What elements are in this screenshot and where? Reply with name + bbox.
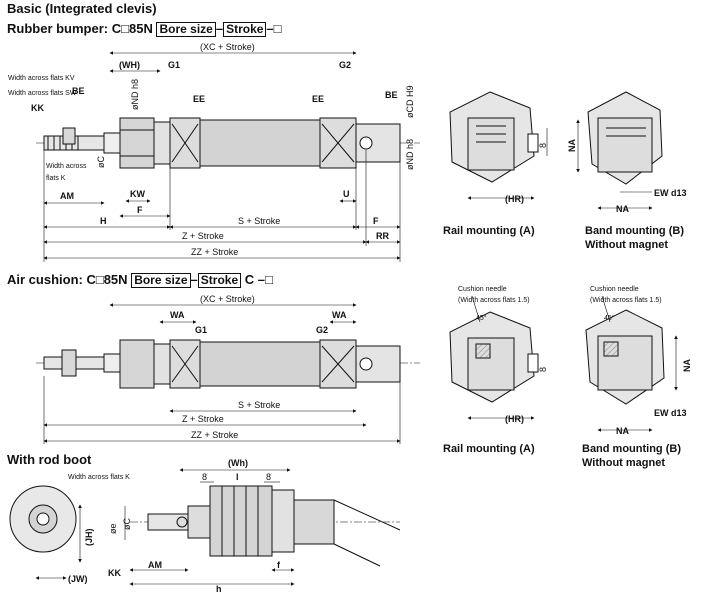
dim-zz: ZZ + Stroke [191, 247, 238, 257]
band-side-view-1 [576, 91, 663, 210]
dim-na-v-2: NA [682, 359, 692, 372]
stroke-box: Stroke [223, 22, 267, 37]
without-magnet-caption-2: Without magnet [582, 457, 665, 469]
rod-boot-title: With rod boot [7, 452, 92, 467]
dim-8-2: 8 [538, 367, 548, 372]
dim-xc-2: (XC + Stroke) [200, 294, 255, 304]
square-symbol: □ [273, 21, 282, 36]
dim-z: Z + Stroke [182, 231, 224, 241]
rail-side-view-1 [449, 91, 548, 200]
dim-h: H [100, 216, 107, 226]
dim-wk2: flats K [46, 175, 66, 182]
dim-wk-boot: Width across flats K [68, 474, 130, 481]
dim-wh: (WH) [119, 60, 140, 70]
dim-hr: (HR) [505, 194, 524, 204]
dim-f2: F [373, 216, 379, 226]
dim-wa: WA [170, 310, 185, 320]
band-mounting-caption-2: Band mounting (B) [582, 443, 681, 455]
dim-s-2: S + Stroke [238, 400, 280, 410]
dim-wk: Width across [46, 163, 87, 170]
dim-am: AM [60, 191, 74, 201]
dim-na-v: NA [567, 139, 577, 152]
rubber-label: Rubber bumper: C [7, 21, 122, 36]
rod-boot-side-view [124, 468, 401, 586]
dim-ew: EW d13 [654, 188, 687, 198]
dim-sw: Width across flats SW [8, 90, 77, 97]
dim-wh-boot: (Wh) [228, 458, 248, 468]
square-symbol: □ [121, 21, 129, 36]
dim-u: U [343, 189, 350, 199]
dim-e: øe [108, 523, 118, 534]
dim-8: 8 [538, 143, 548, 148]
dim-na-h-2: NA [616, 426, 629, 436]
band-mounting-caption: Band mounting (B) [585, 225, 684, 237]
dim-c-boot: øC [122, 518, 132, 530]
air-suffix: C – [244, 272, 265, 287]
cushion-needle-wf: (Width across flats 1.5) [458, 297, 530, 304]
dim-g2-2: G2 [316, 325, 328, 335]
dim-jh: (JH) [84, 528, 94, 546]
cylinder-drawing-2 [36, 339, 420, 389]
rail-side-view-2 [449, 295, 539, 420]
dim-l: l [236, 472, 239, 482]
rail-mounting-caption: Rail mounting (A) [443, 225, 535, 237]
air-cushion-model: Air cushion: C□85N Bore size–Stroke C –□ [7, 272, 273, 288]
air-model: 85N [103, 272, 128, 287]
square-symbol: □ [265, 272, 273, 287]
diagram-title: Basic (Integrated clevis) [7, 1, 157, 16]
cushion-needle-wf-2: (Width across flats 1.5) [590, 297, 662, 304]
dim-am-boot: AM [148, 560, 162, 570]
dim-nd-2: øND h8 [405, 139, 415, 170]
dim-c: øC [96, 156, 106, 168]
dim-g2: G2 [339, 60, 351, 70]
rubber-model: 85N [128, 21, 153, 36]
dim-g1-2: G1 [195, 325, 207, 335]
dim-ew-2: EW d13 [654, 408, 687, 418]
dim-be-2: BE [385, 90, 398, 100]
dim-cd: øCD H9 [405, 85, 415, 118]
dim-ee: EE [193, 94, 205, 104]
dim-kk: KK [31, 103, 44, 113]
dim-f: F [137, 205, 143, 215]
angle-45: 45° [476, 314, 487, 322]
dim-f-boot: f [277, 560, 281, 570]
cushion-needle-label: Cushion needle [458, 286, 507, 293]
dim-kv: Width across flats KV [8, 75, 75, 82]
dim-z-2: Z + Stroke [182, 414, 224, 424]
without-magnet-caption: Without magnet [585, 239, 668, 251]
dim-na-h: NA [616, 204, 629, 214]
square-symbol: □ [95, 272, 104, 287]
dim-kk-boot: KK [108, 568, 121, 578]
dim-wa-2: WA [332, 310, 347, 320]
dim-ee-2: EE [312, 94, 324, 104]
dash: – [190, 272, 198, 287]
dim-zz-2: ZZ + Stroke [191, 430, 238, 440]
cushion-needle-label-2: Cushion needle [590, 286, 639, 293]
dim-8b-boot: 8 [266, 472, 271, 482]
dim-8-boot: 8 [202, 472, 207, 482]
dim-h-boot: h [216, 584, 222, 593]
stroke-box: Stroke [197, 273, 242, 288]
dim-rr: RR [376, 231, 389, 241]
dim-s: S + Stroke [238, 216, 280, 226]
dim-g1: G1 [168, 60, 180, 70]
dash: – [215, 21, 224, 36]
dim-hr-2: (HR) [505, 414, 524, 424]
air-label: Air cushion: C [7, 272, 96, 287]
dim-nd: øND h8 [130, 79, 140, 110]
dim-xc: (XC + Stroke) [200, 42, 255, 52]
dim-kw: KW [130, 189, 145, 199]
rail-mounting-caption-2: Rail mounting (A) [443, 443, 535, 455]
band-side-view-2 [585, 295, 678, 432]
bore-size-box: Bore size [131, 273, 191, 288]
cylinder-drawing-1 [36, 117, 420, 169]
rubber-bumper-model: Rubber bumper: C□85N Bore size–Stroke–□ [7, 21, 282, 37]
angle-45-2: 45° [604, 314, 615, 322]
rod-boot-end-view [9, 485, 82, 580]
bore-size-box: Bore size [156, 22, 216, 37]
dim-be: BE [72, 86, 85, 96]
dash: – [266, 21, 274, 36]
dim-jw: (JW) [68, 574, 88, 584]
